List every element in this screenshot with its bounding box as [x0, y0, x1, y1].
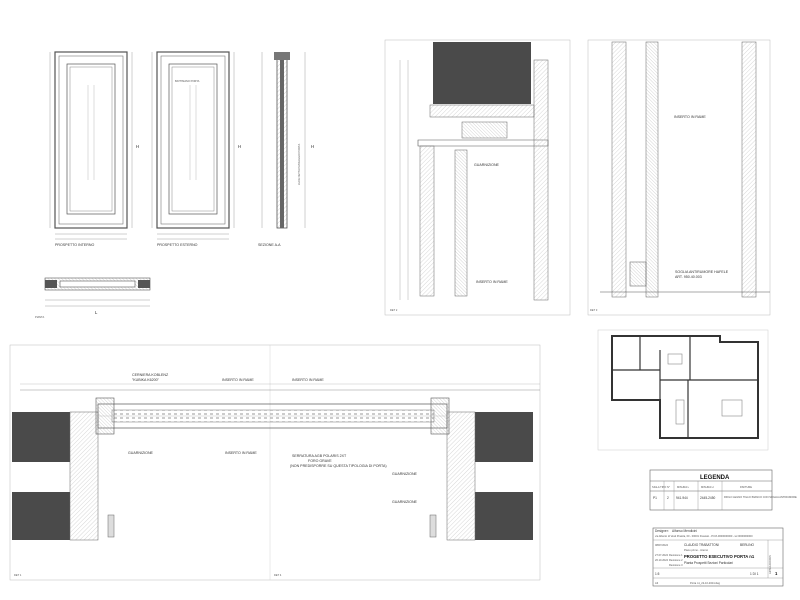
door-plan: L PIANTA: [35, 277, 151, 319]
tb-plan-note: Piano primo - interno: [684, 548, 709, 552]
legend-cell-2: 2: [667, 496, 669, 500]
tb-scale: 1:5: [655, 572, 660, 576]
label-guarnizione-3: GUARNIZIONE: [392, 472, 418, 476]
tb-rev-2: Revisione 2: [669, 558, 683, 562]
tb-rev-1: Revisione 1: [669, 553, 683, 557]
detail-top-middle: GUARNIZIONE INSERTO IN RAME DET 2: [384, 39, 571, 316]
label-inserto-3: INSERTO IN RAME: [222, 378, 254, 382]
cerniera-line-1: CERNIERA KOBLENZ: [132, 373, 169, 377]
legend-header-4: MISURA H: [701, 485, 714, 489]
tb-city: BERLINO: [740, 543, 755, 547]
legend-header-5: FINITURE: [740, 485, 752, 489]
detail-top-right: INSERTO IN RAME SOGLIA ANTIRUMORE HAFELE…: [587, 39, 771, 316]
serratura-line-1: SERRATURA AGB POLARIS 2XT: [292, 454, 347, 458]
serratura-line-3: (NON PREDISPORRE SU QUESTA TIPOLOGIA DI …: [290, 464, 387, 468]
det-label-3: DET 1: [14, 573, 22, 577]
tb-brand: ARTEA DOORS: [768, 555, 772, 574]
tb-project-title: PROGETTO ESECUTIVO PORTA n1: [684, 554, 755, 559]
label-inserto-4: INSERTO IN RAME: [292, 378, 324, 382]
elevation-internal: H PROSPETTO INTERNO: [49, 51, 139, 247]
legend-header-3: MISURA L: [677, 485, 690, 489]
legend-cell-4: 2445-2450: [700, 496, 715, 500]
label-guarnizione-2: GUARNIZIONE: [128, 451, 154, 455]
tb-client-name: Alfonso Mendicini: [672, 529, 697, 533]
tb-date-2: 27.07.2024: [655, 553, 669, 557]
view-label-internal: PROSPETTO INTERNO: [55, 243, 94, 247]
view-label-section: SEZIONE A-A: [258, 243, 281, 247]
horizontal-section: CERNIERA KOBLENZ "KUBIKA K6200" INSERTO …: [9, 344, 541, 581]
height-label-2: H: [238, 144, 241, 149]
det-label-1: DET 2: [390, 308, 398, 312]
tb-client-label: Designer:: [655, 529, 669, 533]
label-inserto-1: INSERTO IN RAME: [476, 280, 508, 284]
label-inserto-2: INSERTO IN RAME: [674, 115, 706, 119]
legend-cell-5: RIFILO LEGNO TIGLIO BIANCO CON SOGLIA AN…: [724, 495, 797, 499]
legend-cell-3: 941-944: [676, 496, 688, 500]
serratura-line-2: FORO GRAVE: [308, 459, 332, 463]
floor-plan: [597, 329, 769, 451]
legend: LEGENDA SIGLA TIPO N° MISURA L MISURA H …: [649, 469, 797, 511]
plan-label: PIANTA: [35, 315, 44, 319]
legend-header-2: N°: [667, 485, 670, 489]
tb-page: 1 DI 1: [750, 572, 759, 576]
tb-format: A3: [655, 581, 659, 585]
section-aa: H SEZIONE A-A LUCE NETTA PASSAGGIO PORTA: [258, 52, 314, 247]
legend-header-1: SIGLA TIPO: [652, 485, 666, 489]
height-label-3: H: [311, 144, 314, 149]
tb-address: via Alberto di Vesti Pratola, 00 - 00001…: [655, 534, 753, 538]
label-guarnizione-1: GUARNIZIONE: [474, 163, 500, 167]
det-label-4: DET 4: [274, 573, 282, 577]
tb-file: Porta n1_22-10-2024.dwg: [690, 581, 721, 585]
length-label: L: [95, 310, 98, 315]
cerniera-line-2: "KUBIKA K6200": [132, 378, 160, 382]
tb-date-1: 08/07/2024: [655, 543, 669, 547]
tb-project-sub: Pianta Prospetti Sezioni Particolari: [684, 561, 733, 565]
legend-title: LEGENDA: [700, 475, 730, 481]
soglia-line-1: SOGLIA ANTIRUMORE HAFELE: [675, 270, 729, 274]
light-label: LUCE NETTA PASSAGGIO PORTA: [297, 144, 301, 185]
tb-owner: CLAUDIO TRABATTONI: [684, 543, 719, 547]
tb-sheet-no: 1: [775, 571, 778, 576]
elevation-external: H PROSPETTO ESTERNO BATTIMANO PORTA: [151, 51, 241, 247]
panel-note: BATTIMANO PORTA: [175, 79, 200, 83]
label-inserto-5: INSERTO IN RAME: [225, 451, 257, 455]
height-label-1: H: [136, 144, 139, 149]
legend-cell-1: P1: [653, 496, 657, 500]
tb-date-3: 26.10.2024: [655, 558, 669, 562]
det-label-2: DET 3: [590, 308, 598, 312]
tb-rev-3: Revisione 3: [669, 563, 683, 567]
door-elevations: H PROSPETTO INTERNO H PROSPETTO ESTERNO …: [35, 51, 314, 319]
label-guarnizione-4: GUARNIZIONE: [392, 500, 418, 504]
view-label-external: PROSPETTO ESTERNO: [157, 243, 198, 247]
title-block: Designer: Alfonso Mendicini via Alberto …: [652, 527, 784, 587]
soglia-line-2: ART. 950.40.003: [675, 275, 702, 279]
